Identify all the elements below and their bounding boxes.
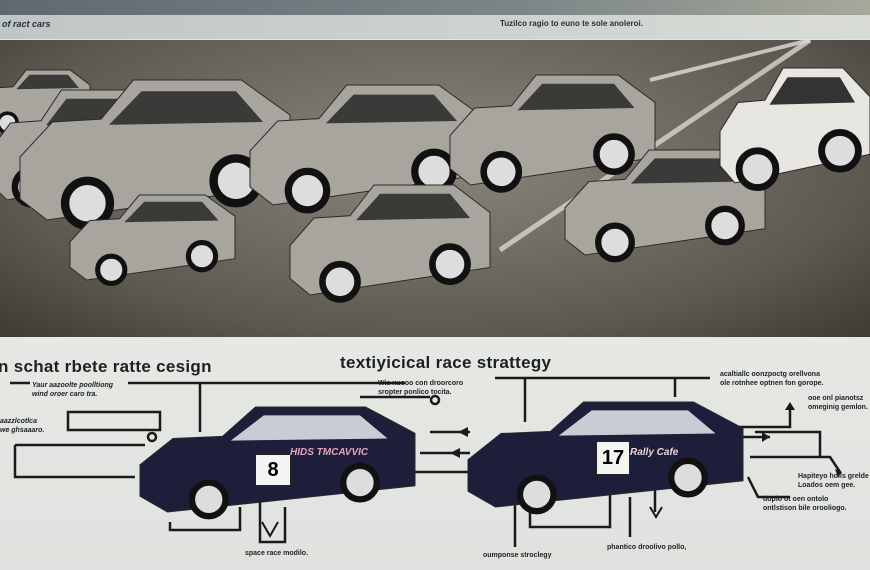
photo-cars <box>0 40 870 303</box>
rally-car-right-sponsor: Rally Cafe <box>630 447 679 458</box>
banner-right-text: Tuzilco ragio to euno te sole anoleroi. <box>500 19 643 28</box>
strategy-diagram: n schat rbete ratte cesign textiyicical … <box>0 337 870 570</box>
photo-car <box>19 79 291 230</box>
note-depth: doplo ot oen ontolo ontlstison bile oroo… <box>763 496 847 512</box>
photo-car <box>564 149 766 263</box>
note-practice: phantico droolivo pollo, <box>607 544 687 551</box>
note-positioning: Yaur aazoolte poolltiong wind oroer caro… <box>32 382 114 398</box>
right-title: textiyicical race strattegy <box>340 353 552 372</box>
photo-car-white <box>719 67 870 192</box>
top-strip <box>0 0 870 15</box>
photo-car <box>449 74 656 193</box>
note-proper-position: Wia xuooo con droorcoro sropter ponlico … <box>378 380 464 396</box>
photo-car <box>289 184 491 303</box>
race-cars-photo <box>0 40 870 337</box>
note-highlights: Hapiteyo holls grelde Loados oem gee. <box>798 473 869 489</box>
banner <box>0 15 870 39</box>
photo-car <box>69 194 236 286</box>
note-components: acaltiallc oonzpoctg orellvona ole rotnh… <box>720 371 824 387</box>
banner-left-text: of ract cars <box>2 19 51 29</box>
note-planning: ooe onl pianotsz omeginig gemlon. <box>808 395 868 411</box>
rally-car-left: 8 <box>255 454 291 486</box>
note-strategy: oumponse stroclegy <box>483 552 552 559</box>
note-race-mode: space race modilo. <box>245 550 309 557</box>
rally-car-right-number: 17 <box>596 441 630 475</box>
note-left-side: aazzlcotlca we ghsaaaro. <box>0 418 45 434</box>
rally-car-left-sponsor: HIDS TMCAVVIC <box>290 447 369 458</box>
photo-car <box>249 84 481 214</box>
left-title: n schat rbete ratte cesign <box>0 357 212 376</box>
